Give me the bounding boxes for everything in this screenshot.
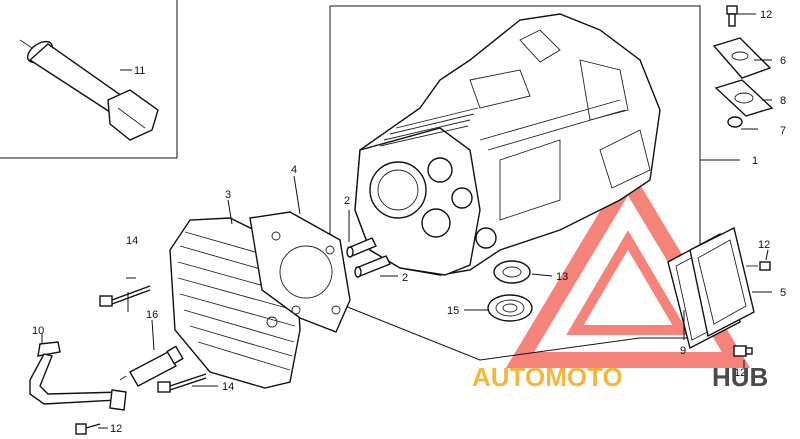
watermark-hub: HUB bbox=[712, 362, 768, 392]
callout-11: 11 bbox=[134, 65, 145, 77]
callout-3: 3 bbox=[225, 189, 231, 201]
ball-bearing bbox=[487, 294, 533, 322]
side-cover-plate bbox=[689, 226, 755, 338]
callout-2-lower: 2 bbox=[402, 272, 408, 284]
callout-10: 10 bbox=[32, 325, 44, 337]
socket-wrench-tool bbox=[19, 39, 159, 141]
leader-lines bbox=[41, 13, 772, 429]
head-bolt-lower bbox=[157, 373, 207, 393]
dowel-pin-upper bbox=[346, 237, 377, 258]
callout-5: 5 bbox=[780, 287, 786, 299]
spark-plug bbox=[119, 345, 184, 387]
watermark-text: AUTOMOTO HUB bbox=[472, 362, 768, 392]
callout-16: 16 bbox=[146, 309, 158, 321]
breather-pipe bbox=[29, 341, 127, 411]
callout-13: 13 bbox=[556, 271, 568, 283]
head-bolt-upper bbox=[99, 285, 151, 307]
oil-seal bbox=[493, 260, 531, 284]
bolt-bottom-left bbox=[75, 423, 101, 435]
bolt-top-right bbox=[726, 5, 738, 27]
callout-6: 6 bbox=[780, 55, 786, 67]
callout-14-lower: 14 bbox=[222, 381, 234, 393]
callout-7: 7 bbox=[780, 125, 786, 137]
cylinder-block bbox=[354, 13, 661, 276]
bolt-side-lower bbox=[733, 345, 753, 357]
callout-1: 1 bbox=[752, 155, 758, 167]
assembly-bracket bbox=[329, 5, 701, 361]
watermark-automoto: AUTOMOTO bbox=[472, 362, 623, 392]
callout-8: 8 bbox=[780, 95, 786, 107]
dowel-pin-lower bbox=[354, 255, 391, 278]
tool-inset-box bbox=[0, 0, 178, 159]
callout-9: 9 bbox=[680, 345, 686, 357]
bolt-side-upper bbox=[746, 261, 771, 271]
callout-12-bottom-left: 12 bbox=[110, 423, 122, 435]
callout-15: 15 bbox=[447, 305, 459, 317]
callout-12-bottom-right: 12 bbox=[734, 367, 746, 379]
o-ring bbox=[727, 116, 743, 128]
callout-14-upper: 14 bbox=[126, 235, 138, 247]
callout-4: 4 bbox=[291, 164, 297, 176]
callout-12-top: 12 bbox=[760, 9, 772, 21]
callout-labels: 1 2 2 3 4 5 6 7 8 9 10 11 12 12 12 12 13… bbox=[32, 9, 786, 435]
breather-plate bbox=[712, 37, 772, 79]
head-gasket bbox=[249, 211, 351, 333]
breather-gasket bbox=[714, 79, 774, 117]
callout-2-upper: 2 bbox=[344, 195, 350, 207]
callout-12-side: 12 bbox=[758, 239, 770, 251]
